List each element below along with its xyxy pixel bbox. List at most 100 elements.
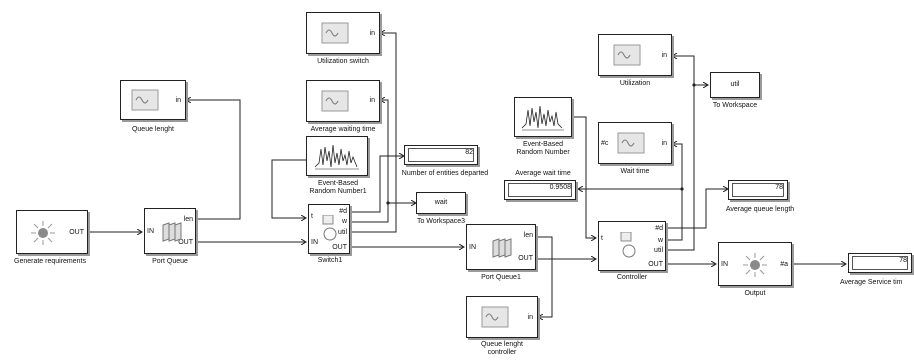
average-queue-length-value: 78 — [775, 184, 783, 191]
in-port-label: IN — [469, 244, 476, 251]
generate-requirements-label: Generate requirements — [14, 258, 86, 265]
d-port-label: #d — [339, 208, 347, 215]
w-port-label: w — [341, 218, 347, 225]
out-port-label: OUT — [518, 255, 533, 262]
len-port-label: len — [523, 232, 533, 239]
in-port-label: in — [175, 97, 181, 104]
number-departed-display[interactable]: 82 — [404, 145, 478, 165]
qlen-ctrl-label-line2: controller — [487, 349, 517, 356]
event-based-random-number-block[interactable] — [514, 97, 572, 137]
util-port-label: util — [338, 229, 347, 236]
ebrn1-label-line2: Random Number1 — [309, 188, 367, 195]
w-port-label: w — [657, 237, 663, 244]
t-port-label: t — [311, 213, 313, 220]
number-departed-value: 82 — [465, 149, 473, 156]
ebrn-label-line1: Event-Based — [522, 141, 564, 148]
utilization-scope[interactable]: in — [598, 34, 672, 76]
port-queue-label: Port Queue — [152, 258, 188, 265]
controller-block[interactable]: t #d w util OUT — [598, 221, 666, 271]
queue-icon — [162, 222, 182, 242]
a-port-label: #a — [780, 261, 788, 268]
number-departed-label: Number of entities departed — [401, 170, 489, 177]
server-icon — [322, 215, 337, 241]
to-workspace3-label: To Workspace3 — [416, 218, 466, 225]
event-based-random-number1-block[interactable] — [306, 136, 368, 176]
utilization-label: Utilization — [619, 80, 651, 87]
in-port-label: IN — [721, 261, 728, 268]
scope-icon — [131, 89, 159, 111]
scope-icon — [481, 306, 509, 328]
queue-lenght-controller-scope[interactable]: in — [466, 296, 538, 338]
entity-sink-icon — [743, 253, 767, 277]
port-queue1-block[interactable]: IN len OUT — [466, 224, 536, 270]
in-port-label: in — [661, 52, 667, 59]
to-workspace-label: To Workspace — [712, 102, 758, 109]
qlen-ctrl-label-line1: Queue lenght — [480, 341, 524, 348]
to-workspace-block[interactable]: util — [710, 72, 760, 98]
scope-icon — [321, 22, 349, 44]
out-port-label: OUT — [332, 244, 347, 251]
queue-icon — [492, 238, 512, 258]
line-ebrn-to-ctrl — [572, 116, 596, 238]
server-icon — [620, 232, 636, 258]
ebrn-label-line2: Random Number — [516, 149, 570, 156]
line-w-to-ws3 — [350, 203, 416, 223]
entity-generator-icon — [31, 221, 55, 245]
controller-label: Controller — [616, 274, 648, 281]
d-port-label: #d — [655, 225, 663, 232]
output-block[interactable]: IN #a — [718, 242, 792, 286]
line-util-to-utilization — [666, 56, 695, 251]
switch1-label: Switch1 — [317, 257, 343, 264]
port-queue1-label: Port Queue1 — [481, 274, 521, 281]
average-wait-time-label: Average wait time — [515, 170, 571, 177]
average-service-time-display[interactable]: 78 — [848, 253, 912, 273]
out-port-label: OUT — [178, 239, 193, 246]
in-port-label: IN — [311, 239, 318, 246]
average-queue-length-display[interactable]: 78 — [728, 180, 788, 200]
scope-icon — [321, 90, 349, 112]
average-queue-length-label: Average queue length — [725, 206, 795, 213]
len-port-label: len — [183, 216, 193, 223]
in-port-label: in — [369, 97, 375, 104]
line-ebrn1-to-switch — [271, 159, 306, 218]
average-waiting-time-label: Average waiting time — [310, 126, 376, 133]
random-signal-icon — [521, 105, 564, 131]
average-waiting-time-scope[interactable]: in — [306, 80, 380, 122]
utilization-switch-label: Utilization switch — [317, 58, 369, 65]
line-pq-len-to-qlen — [186, 100, 241, 220]
generate-requirements-block[interactable]: OUT — [16, 210, 88, 254]
out-port-label: OUT — [69, 229, 84, 236]
out-port-label: OUT — [648, 261, 663, 268]
line-d-to-num — [350, 156, 404, 213]
t-port-label: t — [601, 235, 603, 242]
util-variable-label: util — [730, 81, 740, 88]
random-signal-icon — [314, 144, 359, 170]
line-w-to-wt — [666, 144, 683, 241]
ebrn1-label-line1: Event-Based — [317, 180, 359, 187]
queue-lenght-label: Queue lenght — [131, 126, 175, 133]
wait-time-scope[interactable]: #c in — [598, 122, 672, 164]
c-port-label: #c — [601, 140, 609, 147]
line-pq1-len-to-qlc — [536, 236, 553, 317]
average-wait-time-display[interactable]: 0.9508 — [504, 180, 576, 200]
output-label: Output — [744, 290, 766, 297]
in-port-label: IN — [147, 228, 154, 235]
scope-icon — [613, 44, 641, 66]
queue-lenght-scope[interactable]: in — [120, 80, 186, 120]
line-util-to-us — [350, 33, 397, 233]
line-w-to-awt — [380, 100, 389, 203]
switch1-block[interactable]: t IN #d w util OUT — [308, 204, 350, 254]
average-service-time-label: Average Service tim — [840, 279, 903, 286]
to-workspace3-block[interactable]: wait — [416, 192, 466, 214]
wait-variable-label: wait — [434, 199, 448, 206]
utilization-switch-scope[interactable]: in — [306, 12, 380, 54]
in-port-label: in — [661, 140, 667, 147]
in-port-label: in — [369, 30, 375, 37]
port-queue-block[interactable]: IN len OUT — [144, 208, 196, 254]
util-port-label: util — [654, 247, 663, 254]
average-wait-time-value: 0.9508 — [549, 184, 571, 191]
scope-icon — [617, 132, 645, 154]
in-port-label: in — [527, 314, 533, 321]
line-d-to-aql — [666, 189, 728, 229]
